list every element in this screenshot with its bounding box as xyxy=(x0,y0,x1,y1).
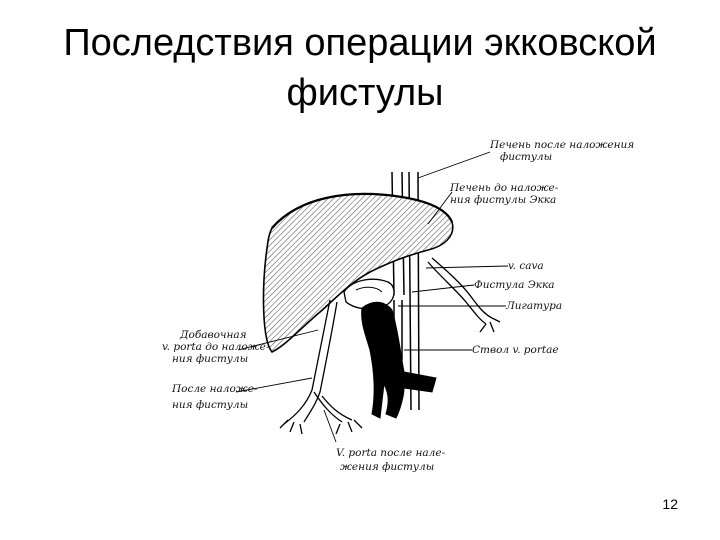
label-portal-before: Добавочная v. porta до наложе- ния фисту… xyxy=(162,329,270,365)
label-after-fistula-line-1: После наложе- xyxy=(171,383,258,395)
label-portal-before-line-1: Добавочная xyxy=(179,329,247,341)
slide-title-line-1: Последствия операции экковской xyxy=(63,22,657,64)
label-portal-after: V. porta после нале- жения фистулы xyxy=(336,447,446,473)
label-portal-after-line-2: жения фистулы xyxy=(340,461,434,473)
label-eck-fistula: Фистула Экка xyxy=(474,279,555,291)
label-ligature: Лигатура xyxy=(505,300,562,312)
liver-outline xyxy=(271,192,454,229)
label-liver-before: Печень до наложе- ния фистулы Экка xyxy=(449,182,559,206)
leader-lines xyxy=(235,151,509,443)
label-liver-before-line-1: Печень до наложе- xyxy=(449,182,559,194)
label-after-fistula: После наложе- ния фистулы xyxy=(171,383,258,411)
label-liver-after: Печень после наложения фистулы xyxy=(489,139,634,163)
label-after-fistula-line-2: ния фистулы xyxy=(172,399,248,411)
label-portal-before-line-3: ния фистулы xyxy=(172,353,248,365)
accessory-portal-vessel xyxy=(279,299,363,435)
label-portal-trunk: Ствол v. portae xyxy=(472,344,559,356)
slide-title-line-2: фистулы xyxy=(286,72,444,114)
slide-title: Последствия операции экковской фистулы xyxy=(0,18,720,118)
label-liver-after-line-2: фистулы xyxy=(500,151,552,163)
label-liver-after-line-1: Печень после наложения xyxy=(489,139,634,151)
liver xyxy=(262,193,454,353)
label-portal-after-line-1: V. porta после нале- xyxy=(336,447,446,459)
label-liver-before-line-2: ния фистулы Экка xyxy=(450,194,556,206)
label-portal-before-line-2: v. porta до наложе- xyxy=(162,341,270,353)
label-v-cava: v. cava xyxy=(508,260,544,272)
portal-vein-trunk xyxy=(361,301,437,419)
page-number: 12 xyxy=(662,496,678,512)
right-branch-vessel xyxy=(427,257,501,333)
